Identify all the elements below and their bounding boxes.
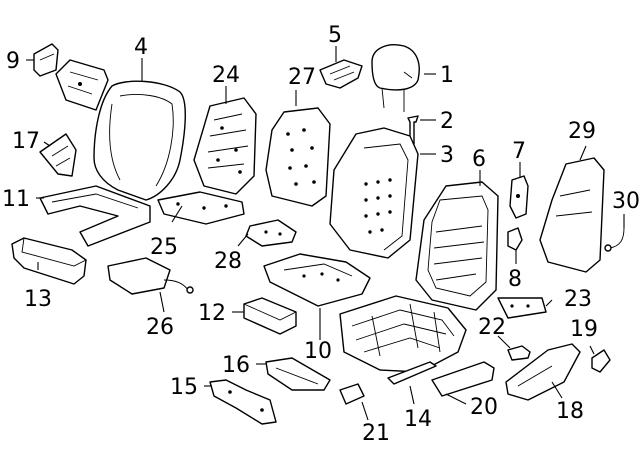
part-30-wire — [604, 227, 625, 252]
callout-labels: 1 2 3 4 5 6 7 8 9 10 11 12 13 14 15 16 1… — [2, 23, 640, 446]
part-15-rail-bracket — [209, 379, 277, 425]
seat-frame-assembly — [339, 295, 467, 373]
part-16-rail-cover — [265, 357, 331, 391]
part-18-side-trim — [505, 343, 581, 401]
callout-27: 27 — [288, 65, 316, 90]
callout-29: 29 — [568, 119, 596, 144]
callout-13: 13 — [24, 287, 52, 312]
callout-8: 8 — [508, 267, 522, 292]
part-17-side-trim — [39, 133, 77, 177]
callout-25: 25 — [150, 235, 178, 260]
leader-lines — [26, 46, 625, 421]
part-29-rear-panel — [539, 157, 605, 273]
callout-19: 19 — [570, 317, 598, 342]
part-13-bolster-foam — [11, 237, 87, 285]
callout-6: 6 — [472, 147, 486, 172]
part-25-cushion-carrier — [157, 191, 245, 225]
callout-17: 17 — [12, 129, 40, 154]
callout-15: 15 — [170, 375, 198, 400]
callout-16: 16 — [222, 353, 250, 378]
callout-2: 2 — [440, 109, 454, 134]
callout-4: 4 — [134, 35, 148, 60]
callout-5: 5 — [328, 23, 342, 48]
callout-21: 21 — [362, 421, 390, 446]
callout-9: 9 — [6, 49, 20, 74]
callout-7: 7 — [512, 139, 526, 164]
part-11-cushion-pad — [39, 185, 151, 247]
part-28-heater-module — [245, 219, 297, 247]
part-10-cushion-trim — [263, 253, 371, 307]
part-14-seat-track — [387, 361, 437, 385]
callout-1: 1 — [440, 63, 454, 88]
part-7-bracket — [509, 175, 529, 219]
callout-22: 22 — [478, 315, 506, 340]
callout-10: 10 — [304, 339, 332, 364]
part-20-lower-trim — [431, 361, 495, 397]
part-27-backrest-foam — [265, 107, 331, 207]
callout-14: 14 — [404, 407, 432, 432]
part-9-rear-panel — [55, 59, 109, 111]
part-12-cushion-foam — [243, 297, 297, 335]
part-24-heater-mat — [193, 97, 257, 195]
part-5-headrest-guide — [319, 59, 363, 89]
callout-18: 18 — [556, 399, 584, 424]
callout-30: 30 — [612, 189, 640, 214]
callout-23: 23 — [564, 287, 592, 312]
part-19-knob — [591, 349, 611, 373]
part-3-backrest-trim — [329, 127, 419, 259]
part-8-clip — [507, 227, 523, 251]
part-26-heater-pad — [107, 257, 194, 295]
callout-11: 11 — [2, 187, 30, 212]
part-23-control-module — [497, 297, 547, 319]
part-4-backrest-cover — [93, 80, 186, 201]
part-9-trim-cap — [33, 43, 59, 77]
part-1-headrest — [371, 44, 420, 112]
callout-26: 26 — [146, 315, 174, 340]
part-22-switch — [507, 345, 531, 361]
callout-28: 28 — [214, 249, 242, 274]
part-6-backrest-frame — [415, 181, 499, 311]
callout-12: 12 — [198, 301, 226, 326]
part-21-small-bracket — [339, 383, 365, 405]
callout-3: 3 — [440, 143, 454, 168]
callout-24: 24 — [212, 63, 240, 88]
callout-20: 20 — [470, 395, 498, 420]
